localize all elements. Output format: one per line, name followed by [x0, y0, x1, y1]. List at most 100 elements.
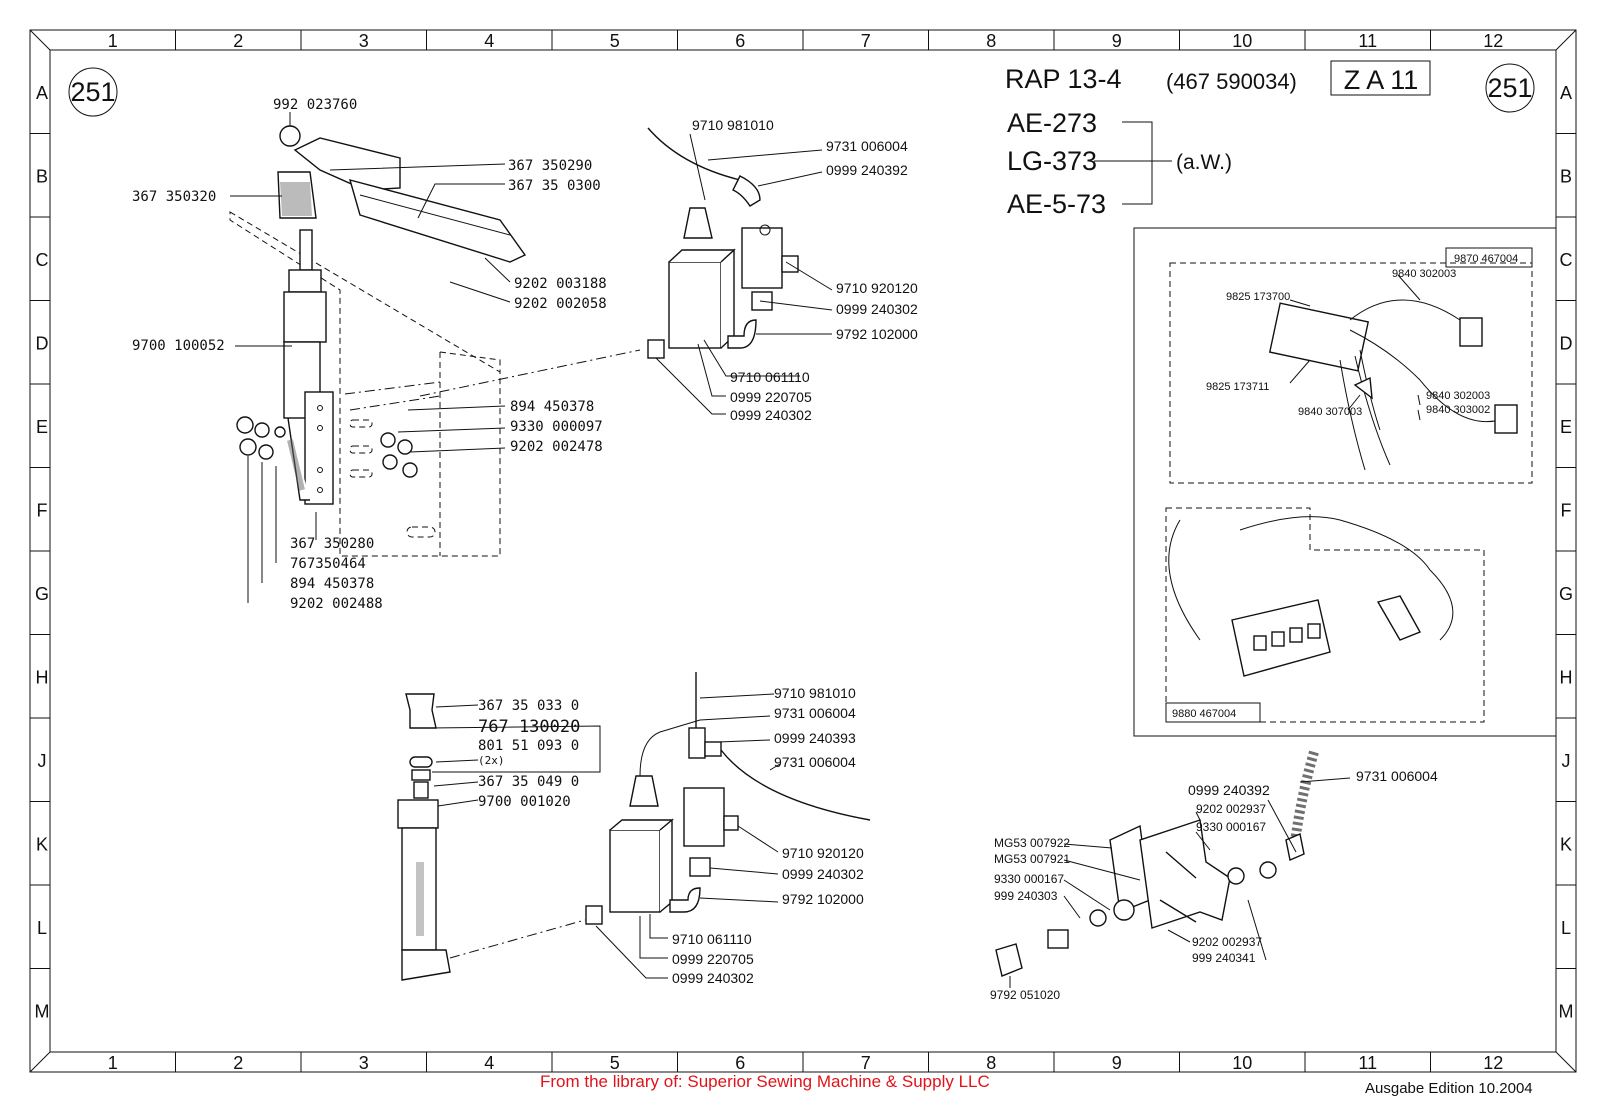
label-9700-100052: 9700 100052 — [132, 338, 225, 354]
grid-row-left-B: B — [36, 166, 48, 186]
air-line-d — [449, 919, 586, 959]
elbow-connector — [727, 319, 757, 349]
grid-row-right-C: C — [1560, 250, 1573, 270]
elbow-fitting — [732, 175, 761, 207]
label-894-450378-b: 894 450378 — [290, 576, 374, 592]
valve-block-small — [741, 227, 783, 289]
label-9731-006004-b: 9731 006004 — [774, 705, 856, 721]
label-9700-001020: 9700 001020 — [478, 794, 571, 810]
air-line-a — [419, 349, 641, 397]
label-9330-000167-b: 9330 000167 — [994, 872, 1064, 886]
label-9840-302003: 9840 302003 — [1392, 268, 1456, 280]
grid-row-left-J: J — [38, 751, 47, 771]
keypad-tag — [1165, 702, 1261, 723]
grid-col-top-7: 7 — [861, 31, 871, 51]
label-999-240303: 999 240303 — [994, 889, 1058, 903]
thumb-screw — [279, 125, 301, 147]
label-9202-002488: 9202 002488 — [290, 596, 383, 612]
grid-col-bottom-5: 5 — [610, 1053, 620, 1073]
label-9330-000097: 9330 000097 — [510, 419, 603, 435]
assembly-switch-bracket: 0999 240392 9731 006004 9202 002937 9330… — [990, 750, 1438, 1002]
library-credit: From the library of: Superior Sewing Mac… — [540, 1072, 990, 1091]
grid-col-top-12: 12 — [1483, 31, 1503, 51]
solenoid-plug-1 — [1459, 317, 1483, 347]
solenoid-plug-2 — [1494, 404, 1518, 434]
assembly-valve-lower: 9710 981010 9731 006004 0999 240393 9731… — [585, 672, 871, 986]
grid-col-top-5: 5 — [610, 31, 620, 51]
grid-row-right-K: K — [1560, 834, 1572, 854]
air-hose-lower — [720, 749, 871, 821]
air-hose-upper — [647, 127, 741, 181]
model-part-number: (467 590034) — [1166, 69, 1297, 94]
label-801-510930: 801 51 093 0 — [478, 738, 579, 754]
grid-row-left-C: C — [36, 250, 49, 270]
label-9792-102000: 9792 102000 — [836, 326, 918, 342]
lever-arm — [348, 179, 527, 263]
label-9202-002937: 9202 002937 — [1196, 802, 1266, 816]
grid-col-bottom-2: 2 — [233, 1053, 243, 1073]
label-mg53-007921: MG53 007921 — [994, 852, 1070, 866]
grid-col-top-11: 11 — [1358, 31, 1377, 51]
cylinder-cap — [405, 693, 437, 729]
round-connector — [1376, 595, 1421, 641]
assembly-valve-upper: 9710 981010 9731 006004 0999 240392 9710… — [647, 117, 918, 423]
header: 251 251 RAP 13-4 (467 590034) Z A 11 AE-… — [68, 60, 1535, 219]
grid-col-bottom-12: 12 — [1483, 1053, 1503, 1073]
assembly-small-cylinder: 367 35 033 0 767 130020 801 51 093 0 (2x… — [397, 693, 601, 981]
zone-box — [1330, 60, 1431, 96]
cylinder-top-block — [397, 799, 439, 829]
grid-col-top-10: 10 — [1232, 31, 1252, 51]
label-0999-240392-b: 0999 240392 — [1188, 782, 1270, 798]
label-9710-920120: 9710 920120 — [836, 280, 918, 296]
grid-row-left-A: A — [36, 83, 48, 103]
multi-pin-connector — [1268, 302, 1370, 372]
label-999-240341: 999 240341 — [1192, 951, 1256, 965]
grid-row-left-E: E — [36, 417, 48, 437]
grid-row-left-M: M — [35, 1001, 50, 1021]
label-9840-302003-b: 9840 302003 — [1426, 390, 1490, 402]
label-9825-173700: 9825 173700 — [1226, 291, 1290, 303]
label-9202-003188: 9202 003188 — [514, 276, 607, 292]
label-9825-173711: 9825 173711 — [1206, 381, 1269, 393]
label-9792-102000-b: 9792 102000 — [782, 891, 864, 907]
grid-row-right-L: L — [1561, 918, 1571, 938]
grid-col-bottom-7: 7 — [861, 1053, 871, 1073]
silencer-lower — [629, 775, 659, 807]
label-894-450378: 894 450378 — [510, 399, 594, 415]
variant-2: LG-373 — [1007, 146, 1097, 176]
mount-plate-front — [1139, 819, 1231, 929]
grid-row-left-G: G — [35, 584, 49, 604]
grid-col-bottom-1: 1 — [108, 1053, 118, 1073]
label-0999-240302-b: 0999 240302 — [730, 407, 812, 423]
label-992-023760: 992 023760 — [273, 97, 357, 113]
variant-bracket — [1094, 121, 1172, 205]
tee-fitting — [688, 727, 706, 759]
label-0999-240302-c: 0999 240302 — [782, 866, 864, 882]
label-9710-061110: 9710 061110 — [730, 369, 810, 385]
mounting-plate-outline — [229, 211, 501, 557]
variant-3: AE-5-73 — [1007, 189, 1106, 219]
grid-col-top-4: 4 — [484, 31, 494, 51]
page-badge-right-text: 251 — [1487, 73, 1532, 103]
valve-block-lower — [683, 787, 725, 847]
label-367-350280: 367 350280 — [290, 536, 374, 552]
cylinder-head — [283, 291, 327, 343]
label-0999-240302-d: 0999 240302 — [672, 970, 754, 986]
variants-note: (a.W.) — [1176, 151, 1232, 174]
grid-col-top-6: 6 — [735, 31, 745, 51]
label-9731-006004: 9731 006004 — [826, 138, 908, 154]
label-9731-006004-d: 9731 006004 — [1356, 768, 1438, 784]
grid-row-left-F: F — [37, 500, 48, 520]
grid-col-bottom-6: 6 — [735, 1053, 745, 1073]
label-0999-240392: 0999 240392 — [826, 162, 908, 178]
valve-body-lower — [609, 829, 661, 913]
label-0999-220705: 0999 220705 — [730, 389, 812, 405]
grid-row-right-D: D — [1560, 333, 1573, 353]
label-367-350490: 367 35 049 0 — [478, 774, 579, 790]
grid-row-right-G: G — [1559, 584, 1573, 604]
label-9792-051020: 9792 051020 — [990, 988, 1060, 1002]
label-9330-000167: 9330 000167 — [1196, 820, 1266, 834]
grid-row-left-D: D — [36, 333, 49, 353]
grid-col-top-8: 8 — [986, 31, 996, 51]
